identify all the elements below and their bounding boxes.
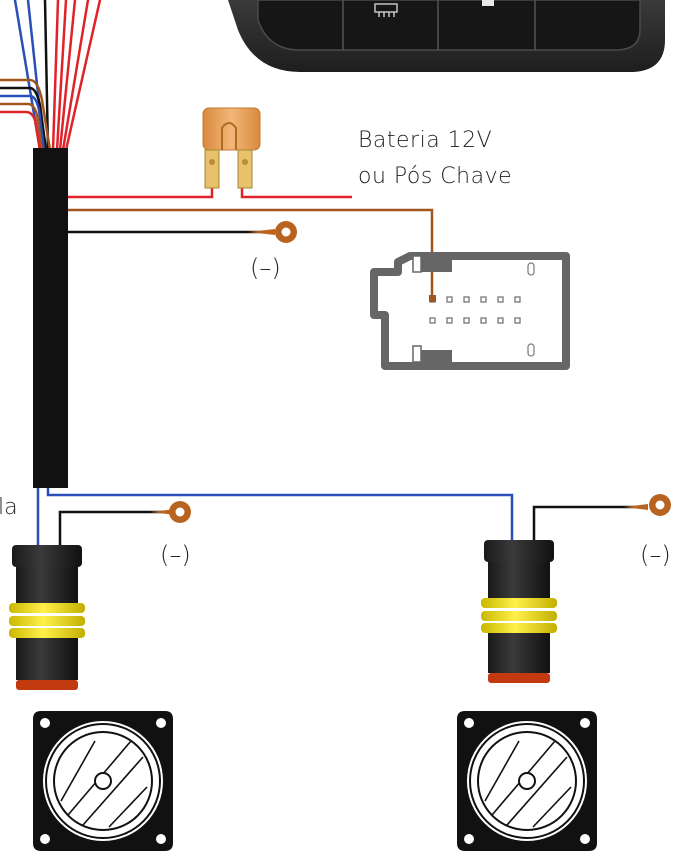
plug-connector-left <box>9 545 85 690</box>
ground-label-3: (–) <box>640 541 671 569</box>
wire-bundle-top <box>0 0 102 152</box>
indicator-light <box>482 0 494 6</box>
speaker-icon <box>33 711 173 851</box>
battery-label-line1: Bateria 12V <box>358 128 493 153</box>
ring-terminal-icon <box>150 501 191 523</box>
speaker-icon <box>457 711 597 851</box>
harness-sleeve <box>33 148 68 488</box>
ground-label-1: (–) <box>250 254 281 282</box>
fuse-icon <box>202 107 261 189</box>
battery-label-line2: ou Pós Chave <box>358 164 513 189</box>
ground-label-2: (–) <box>160 541 191 569</box>
defrost-icon <box>374 3 398 17</box>
wire-speaker-right <box>46 488 514 540</box>
harness-connector-icon <box>370 252 570 370</box>
wire-ground-2 <box>58 510 176 545</box>
cut-off-label: la <box>0 495 18 520</box>
control-panel-icon <box>228 0 665 72</box>
ring-terminal-icon <box>624 494 671 516</box>
plug-connector-right <box>481 540 557 683</box>
ring-terminal-icon <box>248 221 297 243</box>
wire-ground-3 <box>532 505 648 540</box>
